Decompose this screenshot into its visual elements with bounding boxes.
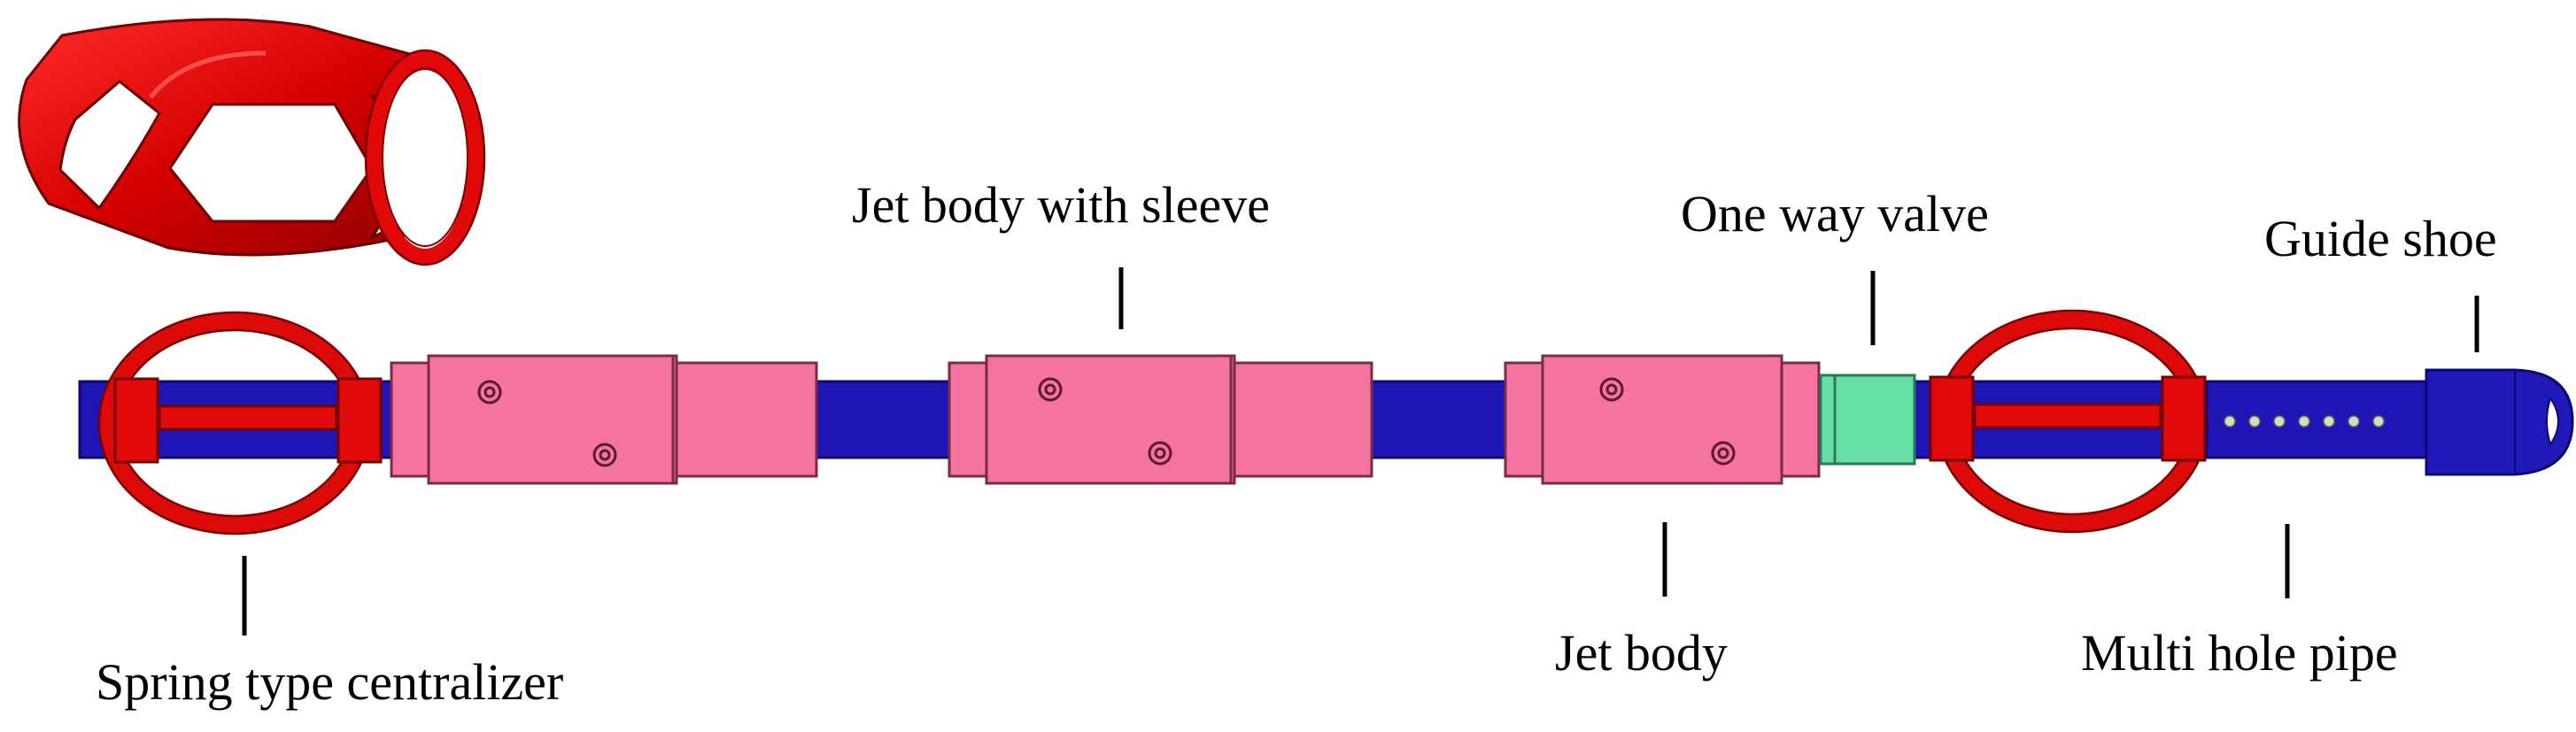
label-spring-centralizer: Spring type centralizer <box>96 653 563 711</box>
jet-body-2 <box>1504 354 1821 485</box>
label-guide-shoe: Guide shoe <box>2264 210 2497 267</box>
label-multi-hole-pipe: Multi hole pipe <box>2081 624 2398 682</box>
label-jet-body-with-sleeve: Jet body with sleeve <box>852 176 1270 234</box>
spring-centralizer-left <box>97 311 383 536</box>
jet-body-with-sleeve <box>948 354 1373 485</box>
jet-body-1 <box>390 354 818 485</box>
one-way-valve <box>1819 374 1916 466</box>
spring-centralizer-right <box>1929 309 2209 534</box>
guide-shoe <box>2425 368 2574 476</box>
centralizer-3d-illustration <box>18 18 486 266</box>
label-jet-body: Jet body <box>1555 624 1728 682</box>
label-one-way-valve: One way valve <box>1681 185 1989 243</box>
